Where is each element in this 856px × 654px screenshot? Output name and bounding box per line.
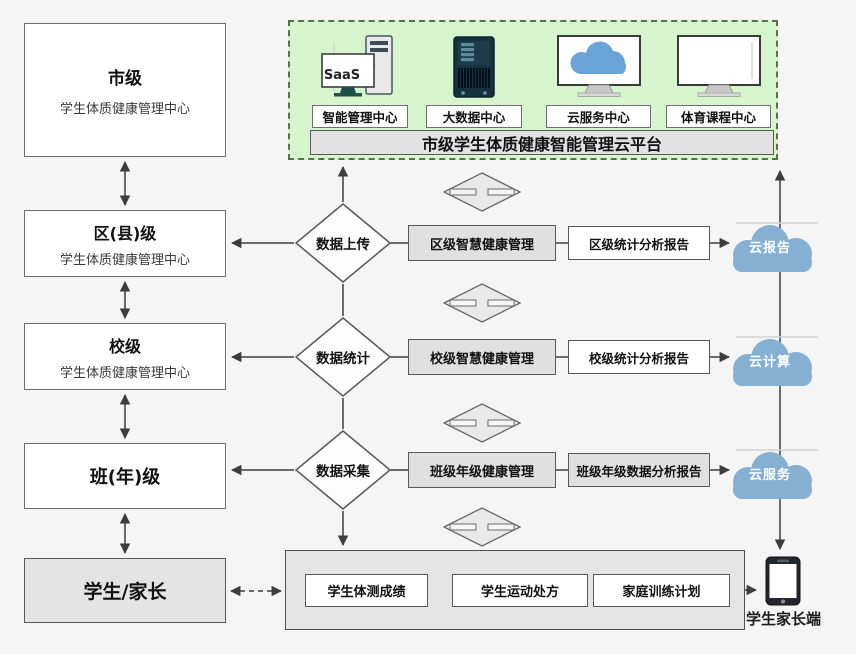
phone-label: 学生家长端 <box>745 610 821 628</box>
cloud-service-icon: 云服务 <box>718 448 822 504</box>
level-subtitle: 学生体质健康管理中心 <box>59 252 190 268</box>
level-title: 学生/家长 <box>83 581 167 603</box>
phone-icon <box>765 556 801 610</box>
diamond-label: 数据采集 <box>316 464 370 480</box>
management-box-school: 校级智慧健康管理 <box>408 339 556 375</box>
saas-desktop-icon: SaaS <box>318 28 402 100</box>
level-subtitle: 学生体质健康管理中心 <box>59 101 190 117</box>
management-box-district: 区级智慧健康管理 <box>408 225 556 261</box>
monitor-icon <box>672 28 766 100</box>
two-way-flow-icon <box>442 172 522 216</box>
report-box-school: 校级统计分析报告 <box>568 340 710 374</box>
cloud-label: 云服务 <box>748 468 791 483</box>
level-box-city: 市级 学生体质健康管理中心 <box>24 23 226 157</box>
cloud-label: 云计算 <box>748 355 791 370</box>
platform-title: 市级学生体质健康智能管理云平台 <box>421 134 662 154</box>
cloud-computing-icon: 云计算 <box>718 335 822 391</box>
platform-center-label: 云服务中心 <box>546 105 651 128</box>
cloud-label: 云报告 <box>748 241 791 256</box>
platform-center-cloudservice: 云服务中心 <box>546 28 651 128</box>
level-box-student-parent: 学生/家长 <box>24 558 226 623</box>
level-title: 校级 <box>108 336 141 356</box>
level-box-school: 校级 学生体质健康管理中心 <box>24 323 226 390</box>
platform-center-pe-course: 体育课程中心 <box>666 28 771 128</box>
platform-center-label: 大数据中心 <box>426 105 522 128</box>
level-box-district: 区(县)级 学生体质健康管理中心 <box>24 210 226 277</box>
server-icon <box>453 28 495 100</box>
two-way-flow-icon <box>442 403 522 447</box>
level-title: 市级 <box>108 68 142 89</box>
fitness-score-box: 学生体测成绩 <box>305 574 428 607</box>
cloud-monitor-icon <box>552 28 646 100</box>
diamond-label: 数据上传 <box>316 237 370 253</box>
platform-center-label: 智能管理中心 <box>312 105 408 128</box>
exercise-prescription-box: 学生运动处方 <box>452 574 588 607</box>
saas-label: SaaS <box>323 68 361 83</box>
level-subtitle: 学生体质健康管理中心 <box>59 365 190 381</box>
diamond-label: 数据统计 <box>316 351 370 367</box>
report-box-district: 区级统计分析报告 <box>568 226 710 260</box>
home-training-plan-box: 家庭训练计划 <box>593 574 730 607</box>
report-box-class: 班级年级数据分析报告 <box>568 453 710 487</box>
process-diamond-statistics: 数据统计 <box>295 317 391 397</box>
platform-center-smart-mgmt: SaaS 智能管理中心 <box>312 28 408 128</box>
management-box-class: 班级年级健康管理 <box>408 452 556 488</box>
two-way-flow-icon <box>442 507 522 551</box>
process-diamond-upload: 数据上传 <box>295 203 391 283</box>
process-diamond-collection: 数据采集 <box>295 430 391 510</box>
two-way-flow-icon <box>442 283 522 327</box>
level-box-class: 班(年)级 <box>24 443 226 509</box>
city-cloud-platform-panel: SaaS 智能管理中心 <box>288 20 778 160</box>
cloud-report-icon: 云报告 <box>718 221 822 277</box>
platform-center-bigdata: 大数据中心 <box>426 28 522 128</box>
level-title: 班(年)级 <box>89 467 161 488</box>
platform-title-bar: 市级学生体质健康智能管理云平台 <box>310 130 774 155</box>
platform-center-label: 体育课程中心 <box>666 105 771 128</box>
level-title: 区(县)级 <box>93 223 157 243</box>
